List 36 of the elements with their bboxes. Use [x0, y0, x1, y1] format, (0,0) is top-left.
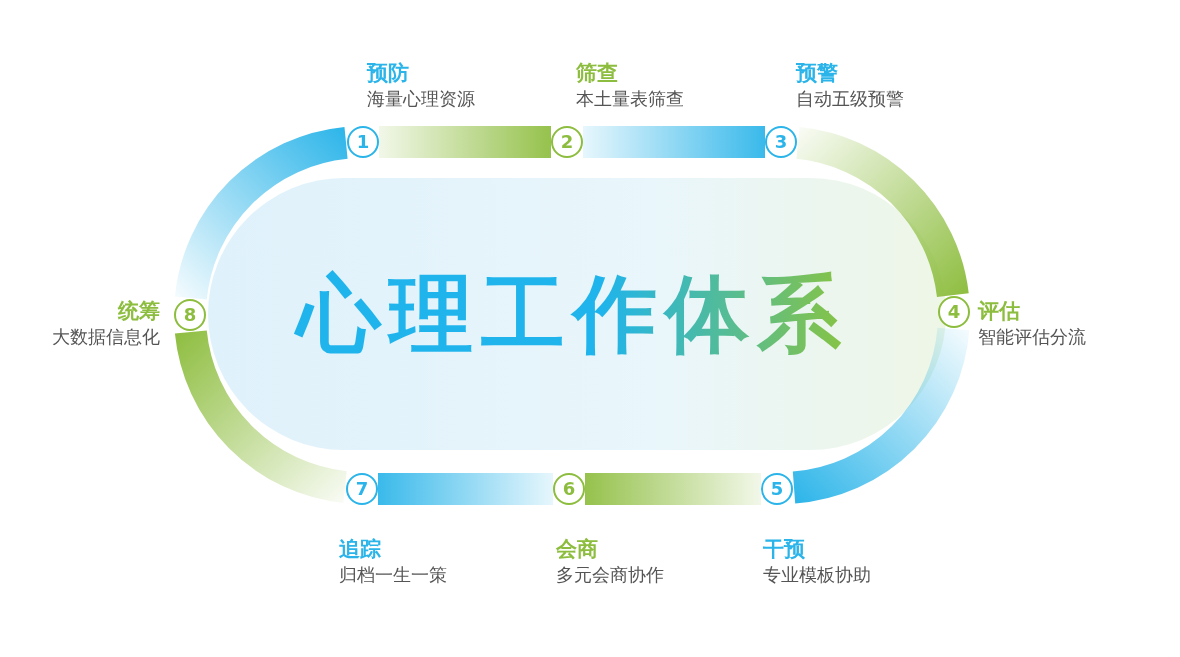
- step-number: 6: [562, 480, 576, 498]
- step-number-circle: [765, 126, 797, 158]
- step-description: 智能评估分流: [978, 325, 1086, 349]
- track-segment: [583, 126, 765, 158]
- track-segment: [379, 126, 551, 158]
- step-number-circle: [346, 473, 378, 505]
- step-title: 追踪: [339, 536, 382, 562]
- step-number-circle: [761, 473, 793, 505]
- step-title: 会商: [556, 536, 599, 562]
- step-number: 2: [560, 133, 574, 151]
- step-number-circle: [347, 126, 379, 158]
- step-title: 筛查: [576, 60, 619, 86]
- step-number: 3: [774, 133, 788, 151]
- step-number: 1: [356, 133, 370, 151]
- step-description: 大数据信息化: [52, 325, 160, 349]
- step-number: 7: [355, 480, 369, 498]
- step-number-circle: [551, 126, 583, 158]
- track-segment: [378, 473, 553, 505]
- step-title: 干预: [763, 536, 806, 562]
- track-segment: [585, 473, 761, 505]
- step-title: 预警: [796, 60, 839, 86]
- step-number: 5: [770, 480, 784, 498]
- step-title: 统筹: [117, 298, 160, 324]
- step-title: 预防: [367, 60, 410, 86]
- step-number-circle: [938, 296, 970, 328]
- step-description: 专业模板协助: [763, 563, 871, 587]
- step-description: 海量心理资源: [367, 87, 475, 111]
- step-title: 评估: [978, 298, 1021, 324]
- step-description: 自动五级预警: [796, 87, 904, 111]
- step-number-circle: [174, 299, 206, 331]
- step-description: 多元会商协作: [556, 563, 664, 587]
- step-number: 8: [183, 306, 197, 324]
- step-description: 本土量表筛查: [576, 87, 684, 111]
- step-description: 归档一生一策: [339, 563, 447, 587]
- step-number: 4: [947, 303, 961, 321]
- step-number-circle: [553, 473, 585, 505]
